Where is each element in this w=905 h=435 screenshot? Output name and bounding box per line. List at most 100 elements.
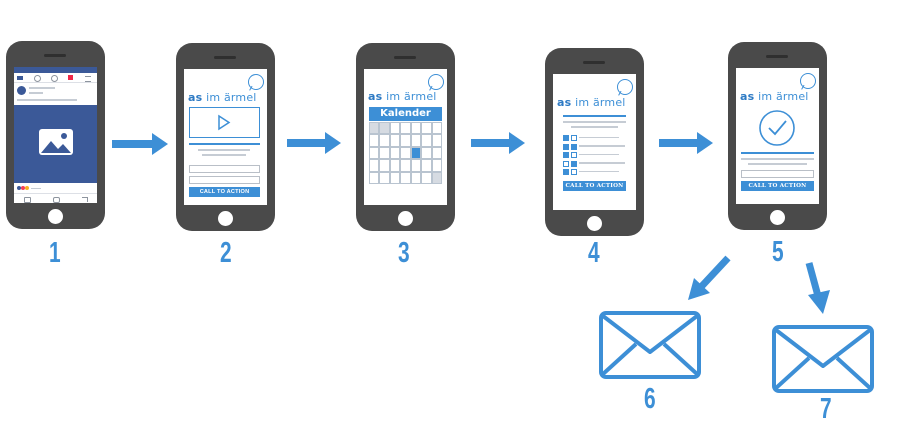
calendar-day-cell[interactable] (431, 171, 442, 184)
confirmation-screen: as im ärmel CALL TO ACTION (736, 68, 819, 204)
calendar-day-cell[interactable] (431, 146, 442, 160)
step-number-5: 5 (772, 236, 784, 268)
calendar-grid[interactable] (369, 122, 442, 184)
calendar-day-cell[interactable] (421, 171, 432, 184)
form-input-field[interactable] (741, 170, 814, 178)
post-meta-line (29, 92, 43, 94)
step-number-2: 2 (220, 237, 232, 269)
checklist-item-text (579, 136, 619, 138)
checkbox[interactable] (563, 152, 569, 158)
checkbox[interactable] (563, 169, 569, 175)
divider-bar (563, 115, 626, 117)
post-image (14, 105, 97, 183)
phone-speaker (394, 56, 416, 59)
brand-logo: as im ärmel (557, 96, 626, 109)
step-number-6: 6 (644, 383, 656, 415)
calendar-day-cell[interactable] (389, 134, 401, 147)
calendar-day-cell[interactable] (400, 146, 411, 160)
step-number-1: 1 (49, 237, 61, 269)
calendar-day-cell[interactable] (389, 146, 401, 160)
form-input-field[interactable] (189, 165, 260, 173)
calendar-day-cell[interactable] (410, 122, 422, 135)
home-button (398, 211, 413, 226)
checklist-item[interactable] (563, 134, 628, 141)
checklist-item-text (579, 162, 625, 164)
text-line (748, 163, 807, 165)
calendar-day-cell[interactable] (389, 171, 401, 184)
landing-page-video-screen: as im ärmel CALL TO ACTION (184, 69, 267, 205)
checkbox[interactable] (571, 169, 577, 175)
form-input-field[interactable] (189, 176, 260, 184)
phone-speaker (214, 56, 236, 59)
step-number-4: 4 (588, 237, 600, 269)
checkbox[interactable] (563, 160, 569, 167)
calendar-day-cell[interactable] (421, 159, 432, 172)
phone-speaker (44, 54, 66, 57)
calendar-day-cell[interactable] (400, 134, 411, 147)
calendar-day-cell[interactable] (410, 146, 422, 160)
arrow-diagonal-icon (805, 262, 830, 314)
facebook-feed-screen (14, 67, 97, 203)
calendar-day-cell[interactable] (431, 159, 442, 172)
calendar-day-cell[interactable] (410, 171, 422, 184)
calendar-day-cell[interactable] (410, 159, 422, 172)
call-to-action-button[interactable]: CALL TO ACTION (741, 181, 814, 191)
calendar-day-cell[interactable] (369, 159, 380, 172)
calendar-day-cell[interactable] (379, 122, 390, 135)
checklist-item[interactable] (563, 160, 628, 167)
calendar-day-cell[interactable] (389, 159, 401, 172)
checkbox[interactable] (571, 135, 577, 141)
checkbox[interactable] (571, 143, 577, 150)
calendar-day-cell[interactable] (421, 134, 432, 147)
calendar-day-cell[interactable] (379, 146, 390, 160)
calendar-day-cell[interactable] (431, 122, 442, 135)
checkbox[interactable] (571, 152, 577, 158)
facebook-top-bar (14, 67, 97, 73)
calendar-day-cell[interactable] (389, 122, 401, 135)
calendar-day-cell[interactable] (369, 146, 380, 160)
call-to-action-button[interactable]: CALL TO ACTION (189, 187, 260, 197)
checklist-item-text (579, 145, 625, 147)
phone-speaker (766, 55, 788, 58)
arrow-right-icon (471, 132, 525, 154)
checklist-item-text (579, 170, 619, 172)
calendar-day-cell[interactable] (369, 134, 380, 147)
brand-logo-circle (617, 79, 633, 95)
calendar-day-cell[interactable] (369, 171, 380, 184)
arrow-diagonal-icon (688, 255, 731, 300)
phone-step-5: as im ärmel CALL TO ACTION (728, 42, 827, 230)
video-player[interactable] (189, 107, 260, 138)
calendar-screen: as im ärmel Kalender (364, 69, 447, 205)
calendar-day-cell[interactable] (400, 159, 411, 172)
calendar-day-cell[interactable] (431, 134, 442, 147)
calendar-day-cell[interactable] (410, 134, 422, 147)
arrow-right-icon (287, 132, 341, 154)
calendar-day-cell[interactable] (379, 134, 390, 147)
checkbox[interactable] (563, 135, 569, 141)
calendar-day-cell[interactable] (369, 122, 380, 135)
step-number-7: 7 (820, 393, 832, 425)
checklist-item[interactable] (563, 143, 628, 150)
calendar-day-cell[interactable] (379, 159, 390, 172)
calendar-header: Kalender (369, 107, 442, 121)
divider-bar (189, 143, 260, 145)
text-line (741, 158, 814, 160)
checklist-item[interactable] (563, 168, 628, 175)
checklist-screen: as im ärmel CALL TO ACTION (553, 74, 636, 210)
facebook-nav-icons (14, 73, 97, 83)
calendar-day-cell[interactable] (379, 171, 390, 184)
calendar-day-cell[interactable] (400, 122, 411, 135)
calendar-day-cell[interactable] (421, 122, 432, 135)
calendar-day-cell[interactable] (400, 171, 411, 184)
checklist[interactable] (563, 134, 628, 178)
post-author-line (29, 87, 55, 89)
post-avatar (17, 86, 26, 95)
play-icon[interactable] (190, 108, 258, 136)
phone-speaker (583, 61, 605, 64)
checkbox[interactable] (563, 143, 569, 150)
calendar-day-cell[interactable] (421, 146, 432, 160)
call-to-action-button[interactable]: CALL TO ACTION (563, 181, 626, 191)
text-line (571, 126, 618, 128)
checklist-item[interactable] (563, 151, 628, 158)
checkbox[interactable] (571, 160, 577, 167)
